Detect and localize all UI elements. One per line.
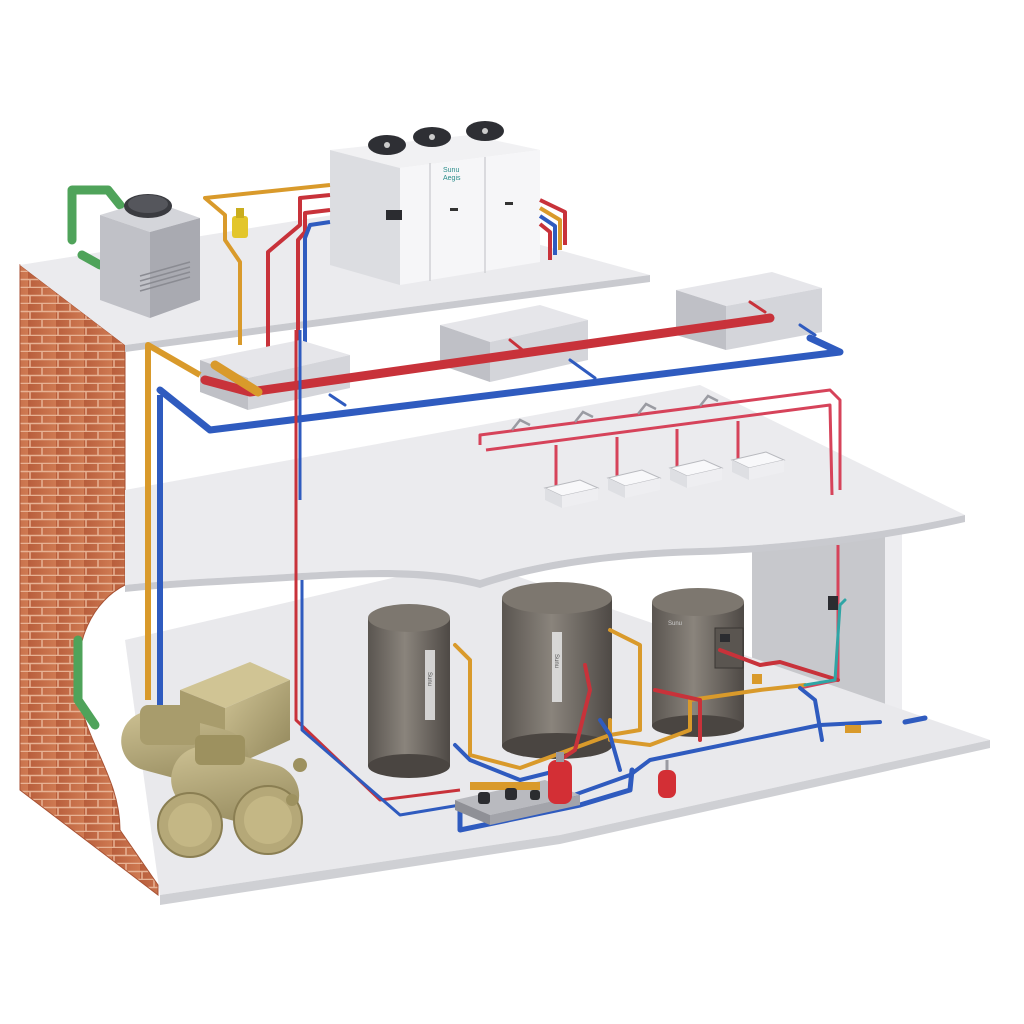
expansion-vessel-icon xyxy=(548,752,572,804)
sink xyxy=(606,469,662,498)
brand-line1: Sunu xyxy=(443,167,459,174)
fan-icon xyxy=(368,121,504,155)
heat-pump-unit: Sunu Aegis xyxy=(330,121,540,285)
valve-icon xyxy=(752,596,861,733)
sink xyxy=(668,459,724,488)
green-condenser-pipe xyxy=(67,185,125,730)
pump-icon xyxy=(530,790,540,800)
tank-label: Sunu xyxy=(668,621,682,627)
chiller xyxy=(121,662,307,858)
ceiling-distribution-pipes xyxy=(156,300,844,434)
tank-label: Sunu xyxy=(553,654,559,668)
control-display xyxy=(386,210,402,220)
tank-label: Sunu xyxy=(426,672,432,686)
fan-coil-unit xyxy=(676,272,822,350)
sink xyxy=(730,451,786,480)
pump-icon xyxy=(505,788,517,800)
roof-piping xyxy=(203,183,567,350)
brand-line2: Aegis xyxy=(443,175,461,182)
storage-tank: Sunu xyxy=(502,582,612,759)
pump-icon xyxy=(478,792,490,804)
basement-piping xyxy=(453,598,928,833)
middle-floor-slab xyxy=(125,385,965,592)
yellow-valve-icon xyxy=(232,208,248,238)
sink xyxy=(543,479,600,508)
expansion-vessel-icon xyxy=(658,760,676,798)
dry-cooler xyxy=(100,194,200,318)
storage-tank: Sunu xyxy=(368,604,450,778)
riser-pipes xyxy=(145,330,461,817)
faucet-icon xyxy=(511,394,719,431)
